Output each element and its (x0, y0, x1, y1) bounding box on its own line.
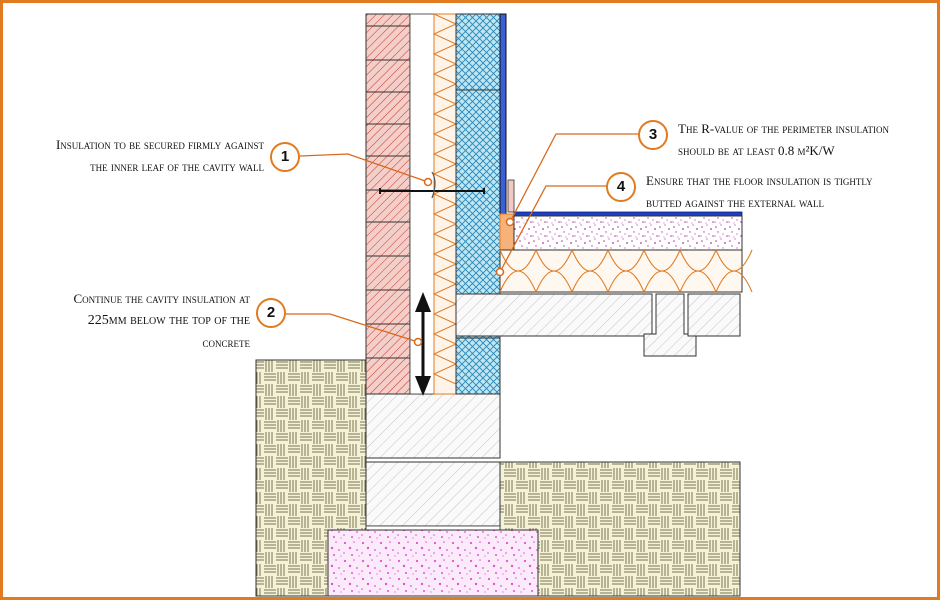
floor-insulation (499, 248, 753, 294)
callout-2-line-2: 225mm below the top of the (87, 313, 250, 328)
callout-4-line-2: butted against the external wall (646, 195, 824, 210)
foundation-blocks (365, 393, 501, 531)
callout-3-text: The R-value of the perimeter insulation … (678, 118, 936, 162)
callout-2-badge: 2 (256, 298, 286, 328)
callout-2-line-3: concrete (202, 335, 250, 350)
callout-4-text: Ensure that the floor insulation is tigh… (646, 170, 934, 214)
floor-screed (513, 215, 743, 251)
wall-tie (379, 188, 485, 194)
callout-3-line-2: should be at least 0.8 m²K/W (678, 143, 835, 158)
outer-brick-leaf (365, 13, 411, 395)
beam-and-block-floor (455, 293, 741, 357)
callout-1-line-2: the inner leaf of the cavity wall (90, 159, 264, 174)
leader-lines (256, 133, 640, 343)
dimension-arrow-225mm (415, 292, 431, 396)
strip-footing (327, 529, 539, 597)
callout-2-text: Continue the cavity insulation at 225mm … (20, 288, 251, 354)
callout-4-badge: 4 (606, 172, 636, 202)
callout-1-badge: 1 (270, 142, 300, 172)
callout-4-line-1: Ensure that the floor insulation is tigh… (646, 173, 873, 188)
inner-leaf-blockwork (455, 13, 501, 395)
callout-2-line-1: Continue the cavity insulation at (73, 291, 251, 306)
internal-membrane (499, 13, 507, 215)
cavity-insulation (432, 13, 458, 395)
callout-1-text: Insulation to be secured firmly against … (0, 134, 264, 178)
skirting (507, 179, 515, 213)
ground (255, 359, 741, 597)
callout-3-line-1: The R-value of the perimeter insulation (678, 121, 890, 136)
leader-endpoints (413, 177, 515, 347)
callout-3-badge: 3 (638, 120, 668, 150)
insulation-clip (431, 171, 436, 199)
callout-1-line-1: Insulation to be secured firmly against (55, 137, 264, 152)
